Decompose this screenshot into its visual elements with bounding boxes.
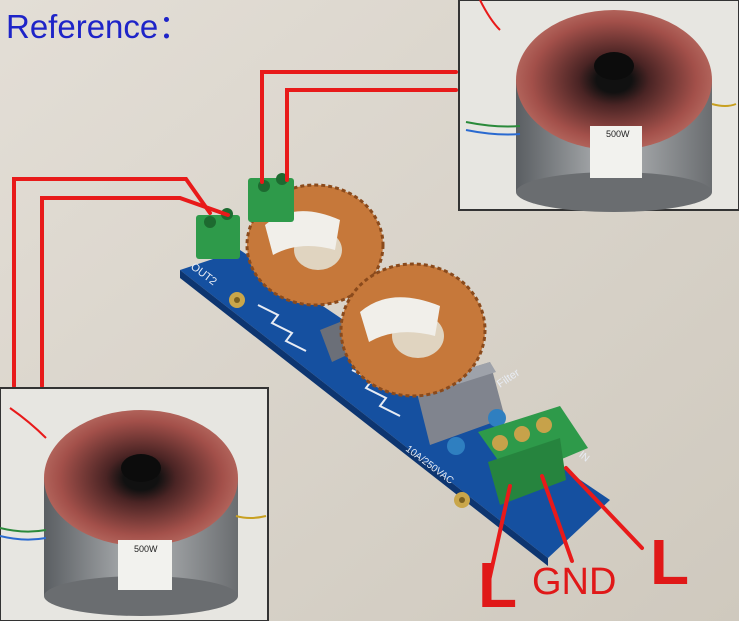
terminal-block-out1 [196,208,240,259]
ceramic-capacitors [447,409,506,455]
terminal-label-l-right: L [650,526,690,598]
copper-choke-lower [339,262,487,398]
transformer-bottom-rating: 500W [134,544,158,554]
transformer-top-rating: 500W [606,129,630,139]
transformer-inset-bottom: 500W [0,387,269,621]
callout-wires [12,70,644,592]
terminal-label-gnd: GND [532,561,617,603]
transformer-inset-top: 500W [458,0,739,212]
reference-title: Reference： [6,8,192,45]
terminal-block-out2 [248,173,294,222]
terminal-label-l-left: L [478,549,518,621]
